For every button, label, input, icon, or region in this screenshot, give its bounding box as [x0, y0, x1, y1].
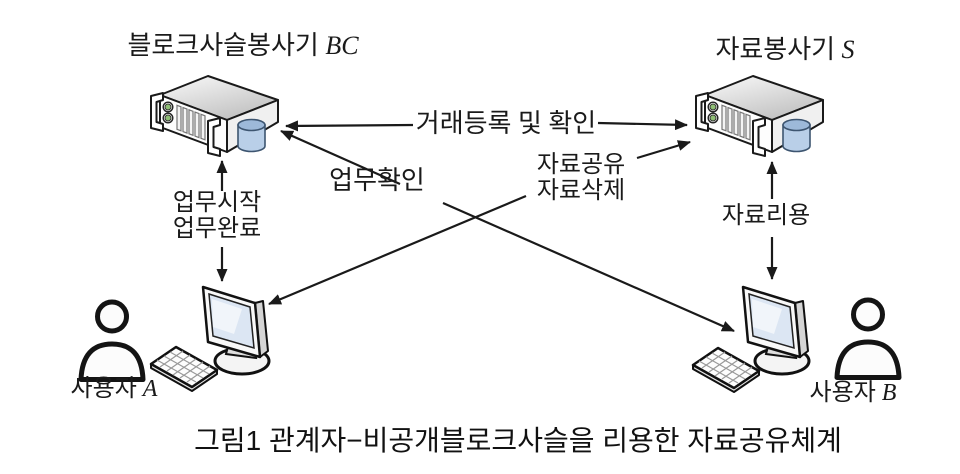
- trade-arrow-left-segment: [285, 120, 414, 132]
- work-confirm-arrow-to-user-b: [442, 201, 735, 333]
- user-a-label: 사용자 A: [71, 376, 158, 402]
- trade-arrow-label: 거래등록 및 확인: [415, 109, 597, 138]
- data-share-arrow-to-user-a: [268, 194, 527, 306]
- user-b-var: B: [881, 380, 897, 406]
- s-server-var: S: [841, 35, 855, 64]
- data-use-label: 자료리용: [721, 203, 811, 229]
- s-server-name: 자료봉사기: [715, 35, 836, 64]
- work-start-line2: 업무완료: [172, 216, 262, 242]
- data-share-label: 자료공유 자료삭제: [537, 152, 625, 204]
- user-a-var: A: [142, 376, 158, 402]
- data-server-icon: [695, 75, 824, 157]
- bc-server-var: BC: [325, 31, 359, 60]
- data-share-line1: 자료공유: [536, 152, 626, 178]
- bc-server-name: 블로크사슬봉사기: [127, 31, 319, 60]
- s-server-label: 자료봉사기 S: [715, 35, 854, 65]
- blockchain-server-icon: [150, 75, 279, 157]
- work-start-label: 업무시작 업무완료: [173, 190, 261, 242]
- user-b-name: 사용자: [809, 380, 876, 406]
- work-start-line1: 업무시작: [172, 190, 262, 216]
- user-b-person-icon: [837, 300, 899, 378]
- bc-server-label: 블로크사슬봉사기 BC: [127, 31, 358, 61]
- user-a-monitor-icon: [201, 285, 271, 376]
- user-b-monitor-icon: [741, 285, 811, 376]
- figure-caption: 그림1 관계자−비공개블로크사슬을 리용한 자료공유체계: [194, 425, 842, 456]
- user-b-keyboard-icon: [691, 346, 761, 394]
- user-b-label: 사용자 B: [810, 380, 897, 406]
- user-a-person-icon: [81, 302, 143, 380]
- work-confirm-label: 업무확인: [329, 166, 425, 195]
- trade-arrow-right-segment: [597, 119, 688, 131]
- data-share-line2: 자료삭제: [536, 178, 626, 204]
- arrows: [216, 119, 778, 333]
- user-a-name: 사용자: [70, 376, 137, 402]
- data-share-arrow-to-s-server: [636, 140, 691, 160]
- user-a-keyboard-icon: [149, 345, 219, 393]
- work-confirm-arrow-to-bc-server: [280, 129, 401, 186]
